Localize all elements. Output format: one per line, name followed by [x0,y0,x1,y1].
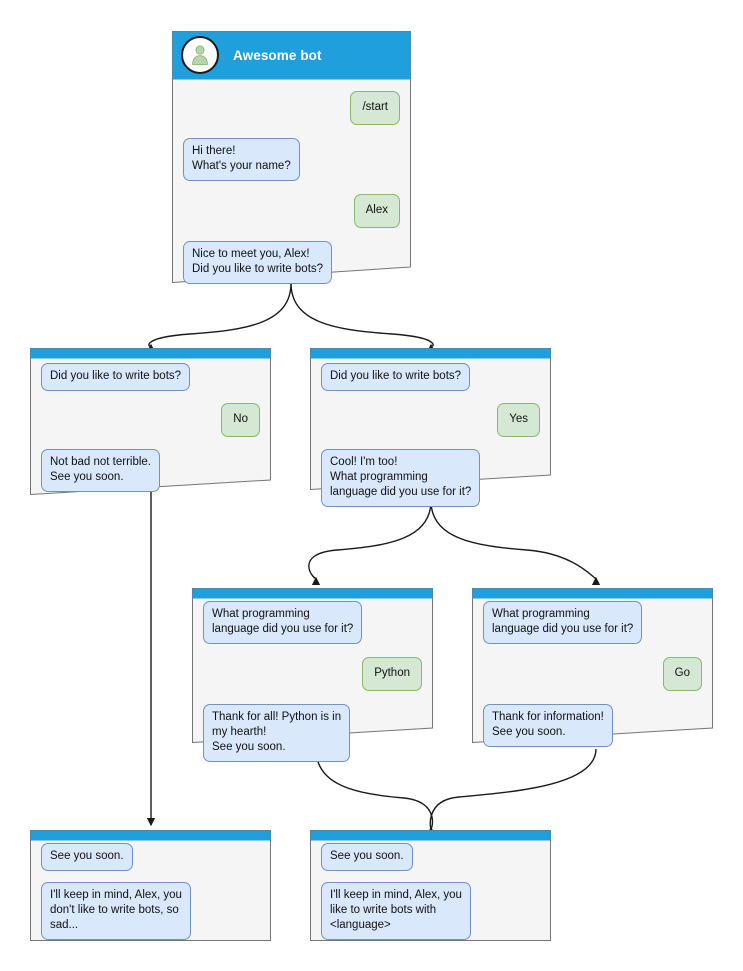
person-avatar-icon [181,36,219,74]
message-row: I'll keep in mind, Alex, you like to wri… [321,882,540,940]
edge-yes-to-go [430,500,601,586]
message-row: Not bad not terrible. See you soon. [41,449,260,492]
message-row: Nice to meet you, Alex! Did you like to … [183,241,400,284]
user-message-bubble[interactable]: Go [662,657,702,691]
node-yes-branch[interactable]: Did you like to write bots? Yes Cool! I'… [310,348,551,507]
bot-message-bubble[interactable]: Thank for information! See you soon. [483,704,613,747]
edge-go-to-end [426,748,597,836]
user-message-bubble[interactable]: Python [362,657,422,691]
message-row: Cool! I'm too! What programming language… [321,449,540,507]
python-branch-messages: What programming language did you use fo… [192,601,433,762]
message-row: See you soon. [321,843,540,871]
no-branch-messages: Did you like to write bots? No Not bad n… [30,363,271,492]
node-end-happy[interactable]: See you soon. I'll keep in mind, Alex, y… [310,830,551,941]
bot-message-bubble[interactable]: Did you like to write bots? [321,363,471,391]
message-row: Alex [183,194,400,228]
edge-yes-to-python [308,500,432,586]
message-row: What programming language did you use fo… [203,601,422,644]
message-row: Did you like to write bots? [321,363,540,391]
bot-message-bubble[interactable]: Not bad not terrible. See you soon. [41,449,161,492]
message-row: Yes [321,403,540,437]
node-end-sad[interactable]: See you soon. I'll keep in mind, Alex, y… [30,830,271,941]
node-go-branch[interactable]: What programming language did you use fo… [472,588,713,747]
yes-branch-messages: Did you like to write bots? Yes Cool! I'… [310,363,551,507]
bot-message-bubble[interactable]: Hi there! What's your name? [183,138,300,181]
node-header-bar [472,588,713,598]
message-row: Did you like to write bots? [41,363,260,391]
message-row: Hi there! What's your name? [183,138,400,181]
message-row: What programming language did you use fo… [483,601,702,644]
user-message-bubble[interactable]: No [221,403,260,437]
bot-message-bubble[interactable]: What programming language did you use fo… [483,601,643,644]
node-no-branch[interactable]: Did you like to write bots? No Not bad n… [30,348,271,495]
edge-root-to-yes [290,282,436,353]
bot-message-bubble[interactable]: I'll keep in mind, Alex, you like to wri… [321,882,471,940]
end-sad-messages: See you soon. I'll keep in mind, Alex, y… [30,843,271,940]
end-happy-messages: See you soon. I'll keep in mind, Alex, y… [310,843,551,940]
message-row: /start [183,91,400,125]
node-root[interactable]: Awesome bot /start Hi there! What's your… [172,31,411,284]
message-row: Thank for information! See you soon. [483,704,702,747]
node-python-branch[interactable]: What programming language did you use fo… [192,588,433,762]
message-row: Thank for all! Python is in my hearth! S… [203,704,422,762]
message-row: Python [203,657,422,691]
bot-message-bubble[interactable]: Nice to meet you, Alex! Did you like to … [183,241,333,284]
bot-message-bubble[interactable]: What programming language did you use fo… [203,601,363,644]
root-messages: /start Hi there! What's your name? Alex … [172,91,411,284]
node-header-bar [310,830,551,840]
message-row: Go [483,657,702,691]
edge-root-to-no [146,282,292,353]
bot-message-bubble[interactable]: See you soon. [321,843,413,871]
message-row: See you soon. [41,843,260,871]
root-header: Awesome bot [172,31,411,79]
bot-message-bubble[interactable]: Cool! I'm too! What programming language… [321,449,481,507]
node-header-bar [310,348,551,358]
user-message-bubble[interactable]: Alex [353,194,400,228]
bot-message-bubble[interactable]: I'll keep in mind, Alex, you don't like … [41,882,191,940]
node-header-bar [30,348,271,358]
bot-message-bubble[interactable]: See you soon. [41,843,133,871]
bot-message-bubble[interactable]: Did you like to write bots? [41,363,191,391]
user-message-bubble[interactable]: Yes [497,403,540,437]
user-message-bubble[interactable]: /start [350,91,400,125]
go-branch-messages: What programming language did you use fo… [472,601,713,747]
bot-message-bubble[interactable]: Thank for all! Python is in my hearth! S… [203,704,351,762]
message-row: No [41,403,260,437]
node-header-bar [192,588,433,598]
node-header-bar [30,830,271,840]
message-row: I'll keep in mind, Alex, you don't like … [41,882,260,940]
bot-name-label: Awesome bot [233,47,322,63]
